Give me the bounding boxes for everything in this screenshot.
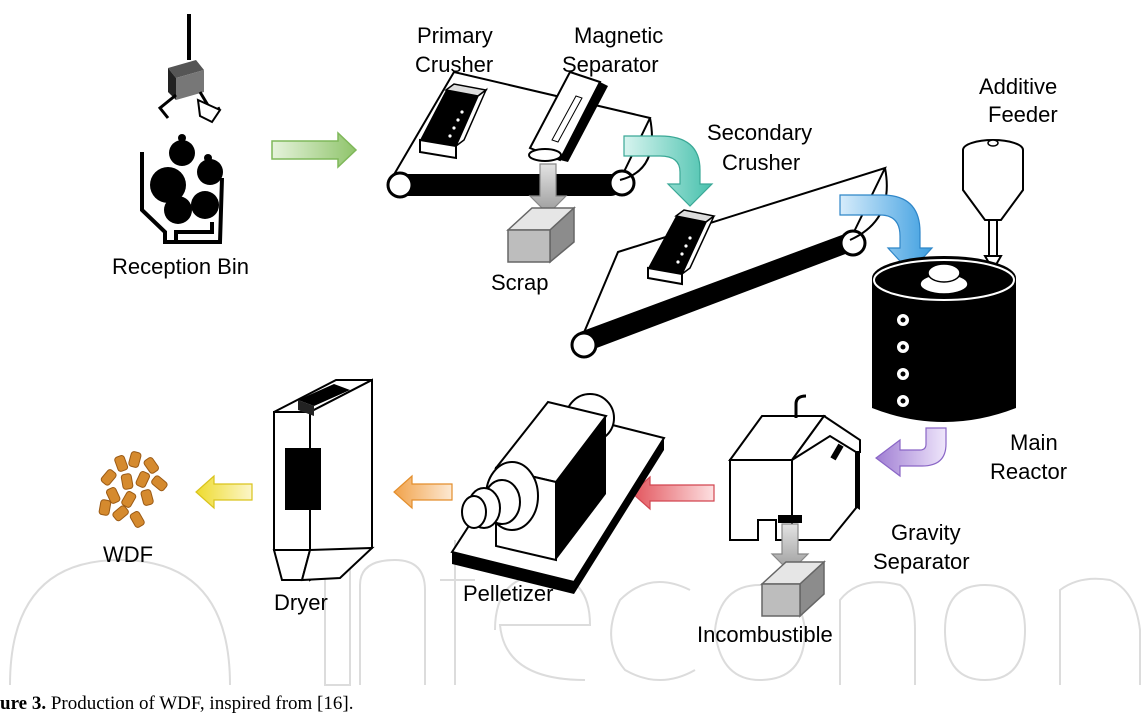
arrow-orange-icon — [393, 474, 453, 510]
wdf-label: WDF — [103, 542, 153, 567]
main-reactor-label-1: Main — [1010, 430, 1058, 455]
main-reactor-icon — [872, 256, 1016, 422]
primary-crusher-label-1: Primary — [417, 23, 493, 48]
incombustible-box-icon — [760, 560, 826, 618]
pelletizer-label: Pelletizer — [463, 581, 553, 606]
incombustible-label: Incombustible — [697, 622, 833, 647]
scrap-label: Scrap — [491, 270, 548, 295]
figure-caption: ure 3. Production of WDF, inspired from … — [0, 693, 353, 715]
wdf-pellets-icon — [98, 451, 168, 528]
arrow-green-icon — [271, 131, 358, 169]
additive-feeder-icon — [962, 139, 1024, 273]
secondary-crusher-icon — [647, 209, 716, 286]
primary-crusher-icon — [419, 83, 488, 160]
dryer-label: Dryer — [274, 590, 328, 615]
secondary-crusher-label-2: Crusher — [722, 150, 800, 175]
additive-feeder-label-2: Feeder — [988, 102, 1058, 127]
additive-feeder-label-1: Additive — [979, 74, 1057, 99]
magnetic-separator-label-2: Separator — [562, 52, 659, 77]
secondary-crusher-label-1: Secondary — [707, 120, 812, 145]
scrap-box-icon — [506, 206, 576, 264]
figure-caption-prefix: ure 3. — [0, 693, 47, 714]
reception-bin-icon — [140, 14, 224, 244]
figure-caption-text: Production of WDF, inspired from [16]. — [46, 693, 354, 714]
arrow-scrap-icon — [528, 163, 568, 215]
magnetic-separator-icon — [528, 70, 608, 162]
gravity-separator-label-2: Separator — [873, 549, 970, 574]
magnetic-separator-label-1: Magnetic — [574, 23, 663, 48]
dryer-icon — [272, 378, 375, 582]
gravity-separator-icon — [728, 394, 861, 541]
arrow-teal-icon — [623, 135, 714, 207]
main-reactor-label-2: Reactor — [990, 459, 1067, 484]
arrow-yellow-icon — [195, 474, 253, 510]
arrow-purple-icon — [875, 427, 947, 478]
reception-bin-label: Reception Bin — [112, 254, 249, 279]
background-watermark — [9, 534, 1141, 686]
gravity-separator-label-1: Gravity — [891, 520, 961, 545]
pelletizer-icon — [450, 393, 666, 594]
arrow-red-icon — [631, 475, 715, 511]
primary-crusher-label-2: Crusher — [415, 52, 493, 77]
